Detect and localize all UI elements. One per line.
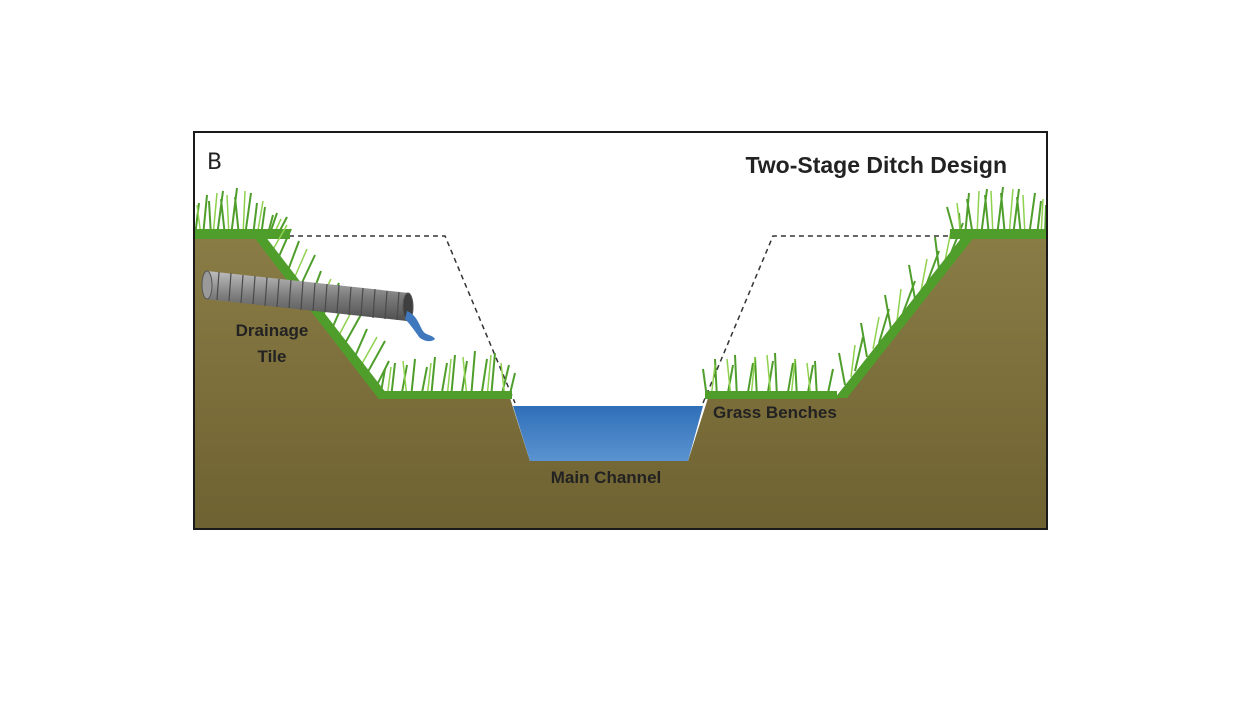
grass-left-top bbox=[195, 187, 288, 237]
grass-right-top-highlights bbox=[956, 188, 1044, 237]
drainage-tile-label-line1: Drainage bbox=[236, 321, 309, 340]
grass-left-bench bbox=[379, 350, 516, 399]
figure-title: Two-Stage Ditch Design bbox=[745, 152, 1007, 178]
ditch-cross-section: B Two-Stage Ditch Design Drainage Tile G… bbox=[195, 150, 1046, 528]
grass-left-top-base bbox=[195, 229, 290, 239]
soil-profile bbox=[195, 236, 1046, 528]
grass-right-top bbox=[946, 186, 1046, 237]
tile-outflow-water bbox=[405, 311, 435, 342]
drainage-tile-label-line2: Tile bbox=[258, 347, 287, 366]
drainage-tile-pipe bbox=[201, 270, 414, 322]
grass-right-bench-highlights bbox=[710, 354, 812, 399]
main-channel-water bbox=[513, 406, 703, 461]
conventional-ditch-outline bbox=[253, 235, 973, 404]
grass-benches-label: Grass Benches bbox=[713, 403, 837, 422]
grass-left-slope-band bbox=[253, 236, 390, 398]
main-channel-label: Main Channel bbox=[551, 468, 662, 487]
grass-right-slope-band bbox=[835, 236, 975, 398]
two-stage-ditch-diagram: B Two-Stage Ditch Design Drainage Tile G… bbox=[193, 131, 1048, 530]
grass-left-bench-highlights bbox=[386, 354, 506, 399]
grass-left-bench-base bbox=[378, 391, 512, 399]
grass-right-slope-highlights bbox=[850, 230, 952, 378]
grass-right-top-base bbox=[950, 229, 1046, 239]
grass-right-bench-base bbox=[705, 391, 837, 399]
panel-letter: B bbox=[207, 150, 222, 175]
grass-left-top-highlights bbox=[196, 190, 282, 237]
